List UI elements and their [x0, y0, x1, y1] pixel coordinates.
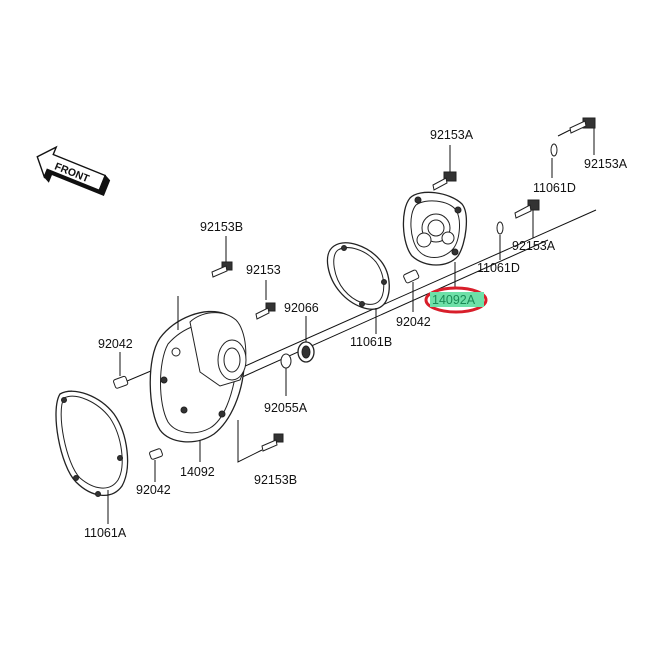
cover-14092A	[402, 191, 468, 266]
label-92042-mid: 92042	[396, 315, 431, 329]
axis-line-upper	[179, 209, 597, 396]
highlighted-part-14092A[interactable]: 14092A	[424, 286, 488, 314]
bolt-92153B-bottom	[261, 433, 284, 452]
label-92066: 92066	[284, 301, 319, 315]
label-92153: 92153	[246, 263, 281, 277]
highlight-fill	[430, 292, 484, 307]
label-92042-bottom: 92042	[136, 483, 171, 497]
bolt-92153	[255, 302, 276, 320]
axis-line-middle	[239, 239, 549, 379]
label-11061B: 11061B	[350, 335, 392, 349]
label-92153A-right: 92153A	[584, 157, 628, 171]
oring-92055A	[280, 353, 292, 369]
gasket-11061A	[55, 390, 129, 497]
label-92153A-mid: 92153A	[512, 239, 556, 253]
dowel-92042-mid	[403, 269, 420, 284]
front-direction-arrow: FRONT	[36, 145, 111, 197]
label-92153A-top: 92153A	[430, 128, 474, 142]
label-92042-left: 92042	[98, 337, 133, 351]
gasket-11061B	[326, 242, 390, 310]
label-14092A: 14092A	[432, 293, 476, 307]
leader-92153B-bottom	[237, 420, 263, 463]
label-11061A: 11061A	[84, 526, 127, 540]
washer-11061D-top	[550, 143, 558, 157]
plug-92066	[297, 341, 315, 363]
label-14092: 14092	[180, 465, 215, 479]
cover-14092	[149, 310, 247, 443]
washer-11061D-mid	[496, 221, 504, 235]
dowel-92042-bottom	[149, 448, 163, 460]
label-11061D-mid: 11061D	[477, 261, 520, 275]
label-92153B-bottom: 92153B	[254, 473, 297, 487]
bolt-92153A-mid	[514, 199, 540, 219]
label-92153B-top: 92153B	[200, 220, 243, 234]
label-92055A: 92055A	[264, 401, 308, 415]
label-11061D-top: 11061D	[533, 181, 576, 195]
dowel-92042-left	[113, 375, 129, 389]
bolt-92153A-right	[557, 117, 596, 137]
bolt-92153B-top	[211, 261, 233, 278]
bolt-92153A-top	[432, 171, 457, 191]
